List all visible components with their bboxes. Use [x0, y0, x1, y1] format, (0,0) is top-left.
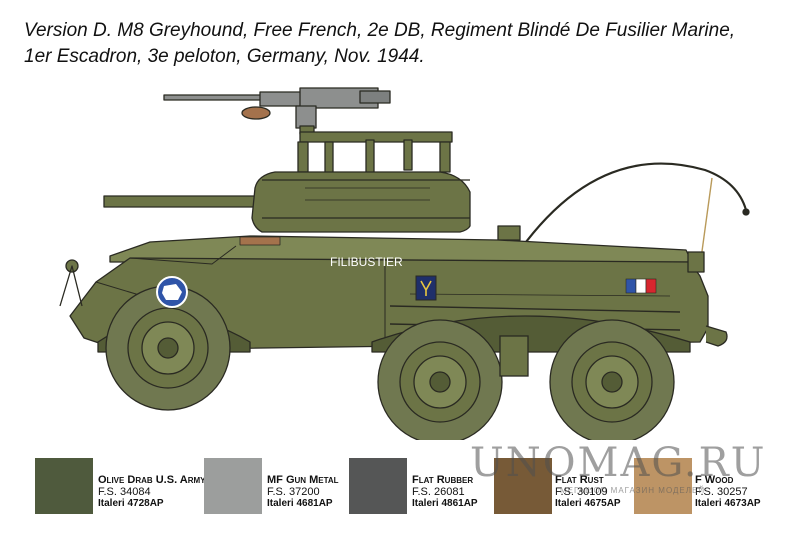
paint-info-flat-rust: Flat Rust F.S. 30109 Italeri 4675AP [555, 474, 621, 509]
unit-badge [415, 275, 437, 301]
antenna [497, 162, 750, 267]
rear-wheel [549, 319, 675, 440]
ring-mount [297, 131, 453, 185]
caption-line-2: 1er Escadron, 3e peloton, Germany, Nov. … [24, 46, 425, 67]
m8-greyhound-illustration: FILIBUSTIER [59, 87, 750, 440]
watermark-subtitle: МЕГАШОП МАГАЗИН МОДЕЛЕЙ [560, 486, 706, 495]
front-wheel [105, 285, 231, 411]
swatch-flat-rubber [349, 458, 407, 514]
swatch-gun-metal [204, 458, 262, 514]
machine-gun [163, 87, 391, 135]
turret [103, 171, 471, 233]
french-flag [625, 278, 657, 294]
watermark: UNOMAG.RU [470, 440, 767, 486]
caption: Version D. M8 Greyhound, Free French, 2e… [24, 18, 784, 70]
swatch-f-wood [634, 458, 692, 514]
caption-line-1: Version D. M8 Greyhound, Free French, 2e… [24, 20, 736, 41]
insignia-roundel [156, 276, 188, 308]
wheels [105, 285, 675, 440]
swatch-olive-drab [35, 458, 93, 514]
swatch-flat-rust [494, 458, 552, 514]
paint-info-f-wood: F Wood F.S. 30257 Italeri 4673AP [695, 474, 761, 509]
vehicle-name-marking: FILIBUSTIER [330, 255, 403, 269]
paint-info-olive-drab: Olive Drab U.S. Army F.S. 34084 Italeri … [98, 474, 206, 509]
paint-info-gun-metal: MF Gun Metal F.S. 37200 Italeri 4681AP [267, 474, 339, 509]
middle-wheel [377, 319, 503, 440]
paint-swatches: Olive Drab U.S. Army F.S. 34084 Italeri … [0, 452, 800, 546]
paint-info-flat-rubber: Flat Rubber F.S. 26081 Italeri 4861AP [412, 474, 478, 509]
